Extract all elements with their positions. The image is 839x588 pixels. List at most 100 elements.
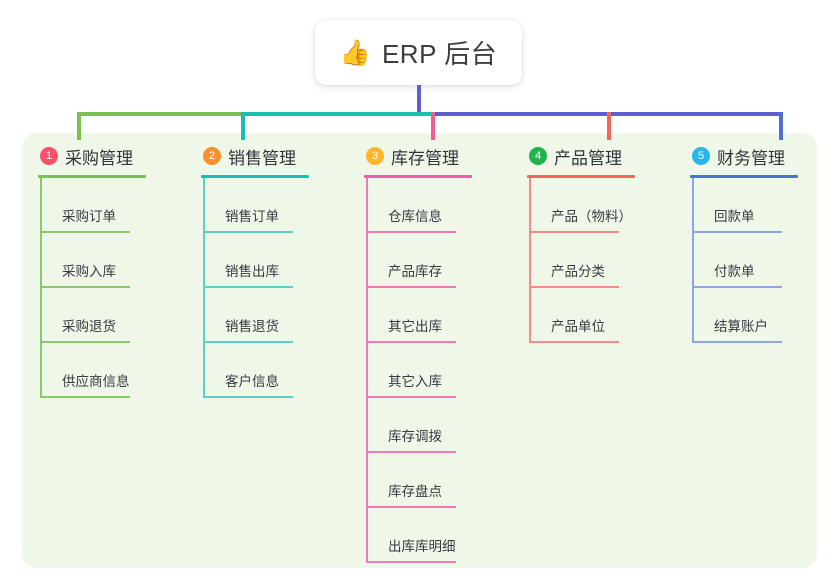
leaf-item-label: 付款单 <box>714 264 755 279</box>
leaf-item-rule <box>368 286 456 288</box>
column-items-4: 产品（物料） 产品分类产品单位 <box>527 178 687 343</box>
column-badge-4: 4 <box>529 147 547 165</box>
leaf-item-rule <box>205 286 293 288</box>
column-items-1: 采购订单采购入库采购退货供应商信息 <box>38 178 198 398</box>
root-node[interactable]: 👍 ERP 后台 <box>315 20 522 85</box>
connector-stub-col-3 <box>431 112 435 140</box>
column-spine-2 <box>203 178 205 398</box>
leaf-item-label: 采购入库 <box>62 264 116 279</box>
column-4: 4 产品管理产品（物料） 产品分类产品单位 <box>527 143 687 343</box>
leaf-item[interactable]: 销售订单 <box>203 178 361 233</box>
leaf-item-label: 其它入库 <box>388 374 442 389</box>
leaf-item-rule <box>42 341 130 343</box>
column-5: 5 财务管理回款单付款单结算账户 <box>690 143 839 343</box>
column-badge-1: 1 <box>40 147 58 165</box>
leaf-item[interactable]: 回款单 <box>692 178 839 233</box>
leaf-item-rule <box>368 396 456 398</box>
leaf-item-rule <box>368 561 456 563</box>
leaf-item[interactable]: 销售退货 <box>203 288 361 343</box>
leaf-item-label: 供应商信息 <box>62 374 130 389</box>
column-rule-1 <box>38 175 146 178</box>
connector-stub-col-2 <box>241 112 245 140</box>
column-rule-5 <box>690 175 798 178</box>
leaf-item-label: 其它出库 <box>388 319 442 334</box>
leaf-item-label: 回款单 <box>714 209 755 224</box>
leaf-item-rule <box>42 396 130 398</box>
leaf-item[interactable]: 产品单位 <box>529 288 687 343</box>
leaf-item[interactable]: 其它出库 <box>366 288 524 343</box>
leaf-item-rule <box>205 341 293 343</box>
connector-stub-col-1 <box>77 112 81 140</box>
leaf-item[interactable]: 采购订单 <box>40 178 198 233</box>
thumbs-up-icon: 👍 <box>339 38 371 67</box>
root-node-title: ERP 后台 <box>381 39 498 69</box>
leaf-item[interactable]: 产品库存 <box>366 233 524 288</box>
leaf-item[interactable]: 销售出库 <box>203 233 361 288</box>
leaf-item-rule <box>368 231 456 233</box>
leaf-item[interactable]: 供应商信息 <box>40 343 198 398</box>
connector-bar-teal <box>241 112 433 116</box>
column-items-3: 仓库信息产品库存其它出库其它入库库存调拨库存盘点出库库明细 <box>364 178 524 563</box>
connector-stub-col-5 <box>779 112 783 140</box>
leaf-item[interactable]: 其它入库 <box>366 343 524 398</box>
leaf-item-label: 产品库存 <box>388 264 442 279</box>
column-badge-2: 2 <box>203 147 221 165</box>
leaf-item[interactable]: 付款单 <box>692 233 839 288</box>
leaf-item-rule <box>368 506 456 508</box>
leaf-item[interactable]: 库存调拨 <box>366 398 524 453</box>
leaf-item-rule <box>205 231 293 233</box>
column-items-2: 销售订单销售出库销售退货客户信息 <box>201 178 361 398</box>
leaf-item[interactable]: 客户信息 <box>203 343 361 398</box>
leaf-item-label: 采购退货 <box>62 319 116 334</box>
leaf-item-label: 产品（物料） <box>551 209 632 224</box>
column-title-3: 库存管理 <box>391 148 459 168</box>
connector-root-drop <box>417 85 421 114</box>
leaf-item-label: 销售订单 <box>225 209 279 224</box>
column-badge-5: 5 <box>692 147 710 165</box>
column-spine-3 <box>366 178 368 563</box>
column-rule-3 <box>364 175 472 178</box>
leaf-item-label: 结算账户 <box>714 319 768 334</box>
column-header-1[interactable]: 1 采购管理 <box>38 143 198 169</box>
leaf-item-label: 库存调拨 <box>388 429 442 444</box>
leaf-item-label: 客户信息 <box>225 374 279 389</box>
leaf-item-rule <box>531 286 619 288</box>
leaf-item[interactable]: 采购入库 <box>40 233 198 288</box>
column-spine-5 <box>692 178 694 343</box>
leaf-item[interactable]: 出库库明细 <box>366 508 524 563</box>
leaf-item-label: 出库库明细 <box>388 539 456 554</box>
leaf-item-rule <box>694 341 782 343</box>
column-items-5: 回款单付款单结算账户 <box>690 178 839 343</box>
leaf-item[interactable]: 产品（物料） <box>529 178 687 233</box>
leaf-item-rule <box>694 231 782 233</box>
leaf-item[interactable]: 结算账户 <box>692 288 839 343</box>
column-title-1: 采购管理 <box>65 148 133 168</box>
column-header-4[interactable]: 4 产品管理 <box>527 143 687 169</box>
diagram-panel <box>22 133 817 568</box>
leaf-item[interactable]: 仓库信息 <box>366 178 524 233</box>
column-1: 1 采购管理采购订单采购入库采购退货供应商信息 <box>38 143 198 398</box>
leaf-item-rule <box>42 286 130 288</box>
leaf-item-rule <box>368 451 456 453</box>
leaf-item-label: 销售出库 <box>225 264 279 279</box>
leaf-item-rule <box>368 341 456 343</box>
column-rule-4 <box>527 175 635 178</box>
leaf-item[interactable]: 采购退货 <box>40 288 198 343</box>
column-rule-2 <box>201 175 309 178</box>
leaf-item-label: 产品分类 <box>551 264 605 279</box>
column-header-5[interactable]: 5 财务管理 <box>690 143 839 169</box>
column-title-5: 财务管理 <box>717 148 785 168</box>
leaf-item-rule <box>205 396 293 398</box>
leaf-item[interactable]: 库存盘点 <box>366 453 524 508</box>
leaf-item-rule <box>531 231 619 233</box>
column-title-4: 产品管理 <box>554 148 622 168</box>
leaf-item-label: 采购订单 <box>62 209 116 224</box>
leaf-item[interactable]: 产品分类 <box>529 233 687 288</box>
leaf-item-label: 产品单位 <box>551 319 605 334</box>
leaf-item-rule <box>531 341 619 343</box>
